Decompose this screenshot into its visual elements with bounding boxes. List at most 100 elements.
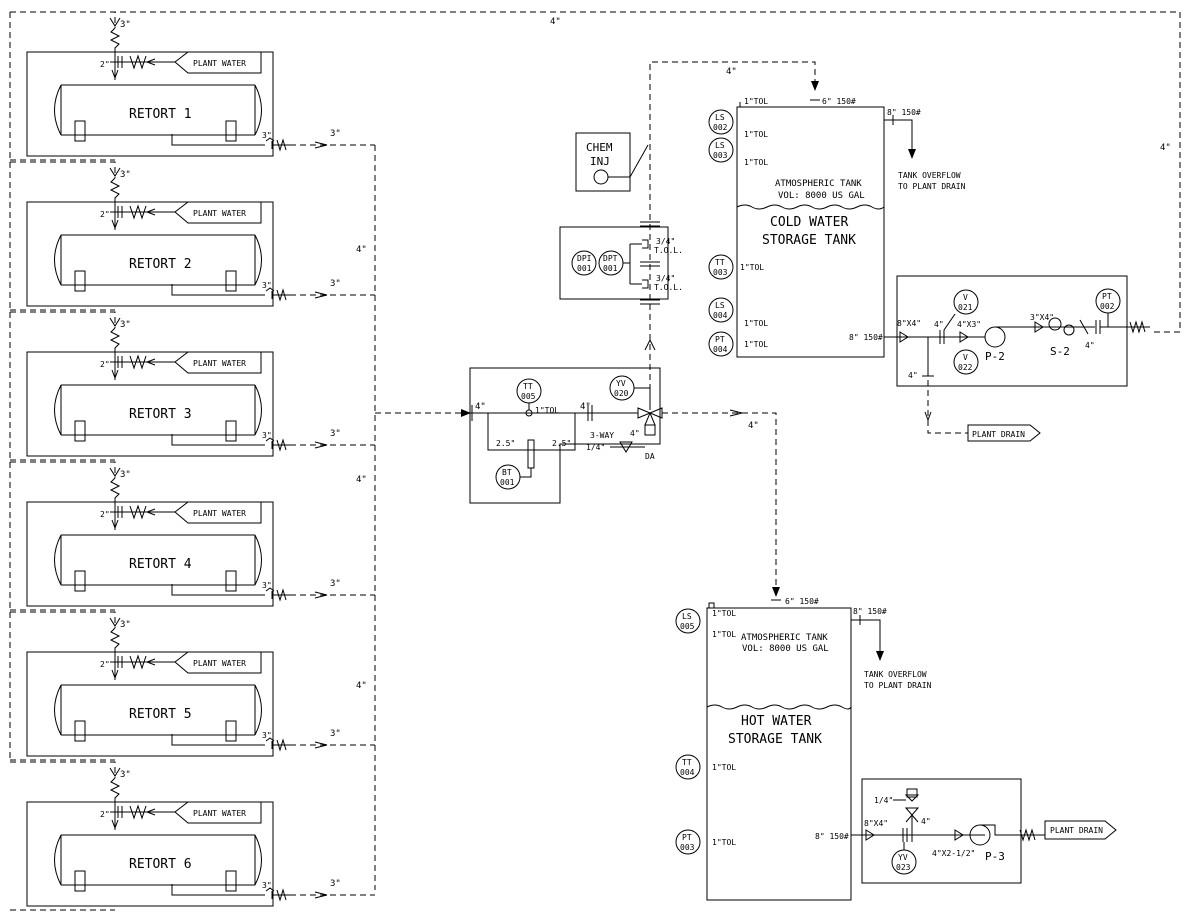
to-cold-size: 4" bbox=[726, 67, 737, 77]
tol-top2: T.O.L. bbox=[654, 246, 683, 255]
retort-vessel[interactable]: RETORT 1 bbox=[54, 84, 262, 142]
pt-003-instrument[interactable]: PT 003 1"TOL bbox=[675, 829, 736, 855]
cold-reducer3: 3"X4" bbox=[1030, 313, 1054, 322]
tt003-num: 003 bbox=[713, 268, 728, 277]
hot-plant-drain: PLANT DRAIN bbox=[1044, 820, 1117, 840]
retort-outlet-size: 3" bbox=[262, 581, 272, 590]
ls-003-instrument[interactable]: LS 003 1"TOL bbox=[708, 137, 768, 167]
retort-inlet-size: 3" bbox=[120, 620, 131, 630]
retort-return-size: 3" bbox=[330, 279, 341, 289]
v-022-instrument[interactable] bbox=[953, 349, 979, 375]
strainer-icon bbox=[1048, 317, 1062, 331]
ls-004-instrument[interactable]: LS 004 1"TOL bbox=[708, 297, 768, 328]
retort-vessel[interactable]: RETORT 3 bbox=[54, 384, 262, 442]
retort-inlet-size: 3" bbox=[120, 20, 131, 30]
yv023-num: 023 bbox=[896, 863, 911, 872]
tt-004-instrument[interactable]: TT 004 1"TOL bbox=[675, 754, 736, 780]
cold-overflow: 8" 150# bbox=[887, 108, 921, 117]
dpi-001-instrument[interactable] bbox=[571, 250, 597, 276]
to-hot-size: 4" bbox=[748, 421, 759, 431]
hot-overflow-note2: TO PLANT DRAIN bbox=[864, 681, 932, 690]
ls-002-instrument[interactable]: LS 002 1"TOL bbox=[708, 109, 768, 139]
mixing-skid: 4" 4" TT 005 1"TOL 2.5" 2.5" BT 001 YV 0… bbox=[469, 367, 663, 504]
mix-mid-size: 4" bbox=[580, 402, 591, 412]
ls-005-instrument[interactable]: LS 005 1"TOL bbox=[675, 608, 736, 639]
cold-tank-type: ATMOSPHERIC TANK bbox=[775, 179, 862, 189]
strainer-label: S-2 bbox=[1050, 345, 1070, 358]
v-021-instrument[interactable] bbox=[953, 289, 979, 315]
mix-in-size: 4" bbox=[475, 402, 486, 412]
hot-plant-drain-label: PLANT DRAIN bbox=[1050, 826, 1103, 835]
tt004-tag: TT bbox=[682, 758, 692, 767]
cold-top-tol: 1"TOL bbox=[744, 97, 768, 106]
retort-vessel[interactable]: RETORT 5 bbox=[54, 684, 262, 742]
line-to-hot-tank: 4" bbox=[662, 409, 780, 597]
return-size-3: 4" bbox=[356, 681, 367, 691]
retort-return-size: 3" bbox=[330, 729, 341, 739]
v022-tag: V bbox=[963, 353, 968, 362]
chem-injection[interactable]: CHEM INJ bbox=[575, 132, 649, 192]
retort-name: RETORT 2 bbox=[129, 257, 192, 272]
hot-reducer: 8"X4" bbox=[864, 819, 888, 828]
ls004-tol: 1"TOL bbox=[744, 319, 768, 328]
loop-return-size: 4" bbox=[1160, 143, 1171, 153]
p2-pump-icon[interactable] bbox=[984, 326, 1006, 348]
dpi-num: 001 bbox=[577, 264, 592, 273]
cold-pump-label: P-2 bbox=[985, 350, 1005, 363]
da-label: DA bbox=[645, 452, 655, 461]
retort-name: RETORT 4 bbox=[129, 557, 192, 572]
dpi-tag: DPI bbox=[577, 254, 592, 263]
pt004-tol: 1"TOL bbox=[744, 340, 768, 349]
retort-outlet-size: 3" bbox=[262, 131, 272, 140]
pt003-num: 003 bbox=[680, 843, 695, 852]
ls002-tag: LS bbox=[715, 113, 725, 122]
hot-overflow-note1: TANK OVERFLOW bbox=[864, 670, 927, 679]
retort-water-size: 2" bbox=[100, 210, 110, 219]
retort-outlet-size: 3" bbox=[262, 281, 272, 290]
plant-water-tag bbox=[174, 201, 262, 224]
chem-label: CHEM bbox=[586, 141, 613, 154]
cold-reducer: 8"X4" bbox=[897, 319, 921, 328]
tt005-tol: 1"TOL bbox=[535, 406, 559, 415]
hot-air: 1/4" bbox=[874, 796, 893, 805]
cold-plant-drain: PLANT DRAIN bbox=[967, 424, 1041, 442]
retort-outlet-size: 3" bbox=[262, 731, 272, 740]
hot-tank-name2: STORAGE TANK bbox=[728, 732, 822, 747]
cold-outlet: 8" 150# bbox=[849, 333, 883, 342]
retort-return-size: 3" bbox=[330, 429, 341, 439]
cold-tank-body[interactable] bbox=[736, 106, 885, 358]
retort-vessel[interactable]: RETORT 6 bbox=[54, 834, 262, 892]
three-way-label: 3-WAY bbox=[590, 431, 614, 440]
tol-top: 3/4" bbox=[656, 237, 675, 246]
retort-name: RETORT 3 bbox=[129, 407, 192, 422]
hot-tank-body[interactable] bbox=[706, 607, 852, 901]
retort-water-size: 2" bbox=[100, 660, 110, 669]
bypass-left: 2.5" bbox=[496, 439, 515, 448]
tt-003-instrument[interactable]: TT 003 1"TOL bbox=[708, 254, 764, 280]
hot-overflow: 8" 150# bbox=[853, 607, 887, 616]
retort-name: RETORT 1 bbox=[129, 107, 192, 122]
retort-return-size: 3" bbox=[330, 579, 341, 589]
retort-water-size: 2" bbox=[100, 360, 110, 369]
pt003-tol: 1"TOL bbox=[712, 838, 736, 847]
retort-vessel[interactable]: RETORT 4 bbox=[54, 534, 262, 592]
yv020-num: 020 bbox=[614, 389, 629, 398]
cold-reducer2: 4"X3" bbox=[957, 320, 981, 329]
bt001-num: 001 bbox=[500, 478, 515, 487]
cold-water-storage-tank: ATMOSPHERIC TANK VOL: 8000 US GAL COLD W… bbox=[708, 97, 966, 358]
ls002-num: 002 bbox=[713, 123, 728, 132]
three-way-valve-icon[interactable] bbox=[637, 407, 663, 426]
bypass-right: 2.5" bbox=[552, 439, 571, 448]
pt004-num: 004 bbox=[713, 345, 728, 354]
retort-vessel[interactable]: RETORT 2 bbox=[54, 234, 262, 292]
top-header-line: 4" 4" bbox=[9, 11, 1181, 760]
chem-pump-icon bbox=[593, 169, 609, 185]
yv020-tag: YV bbox=[616, 379, 626, 388]
v021-tag: V bbox=[963, 293, 968, 302]
pt-004-instrument[interactable]: PT 004 1"TOL bbox=[708, 331, 768, 357]
